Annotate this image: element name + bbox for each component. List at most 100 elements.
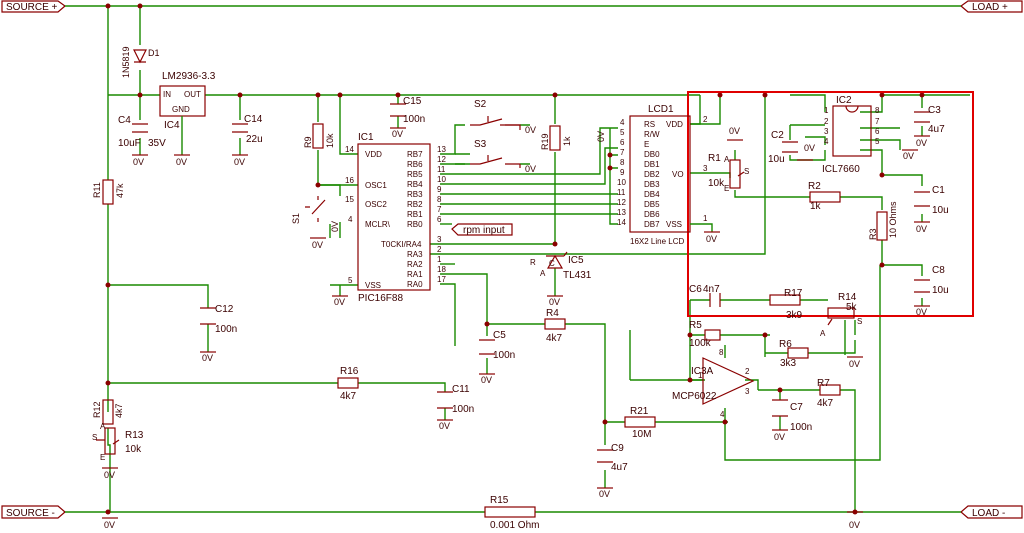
svg-text:2: 2	[824, 117, 829, 126]
opamp-ic3a: IC3A MCP6022 1 2 3 4 8	[672, 348, 755, 419]
svg-text:C: C	[549, 259, 555, 268]
svg-text:13: 13	[437, 145, 446, 154]
svg-text:TL431: TL431	[563, 270, 592, 281]
source-plus-flag: SOURCE +	[1, 0, 66, 13]
capacitor-c5: C5 100n	[479, 330, 515, 361]
svg-text:ICL7660: ICL7660	[822, 164, 860, 175]
svg-text:GND: GND	[172, 105, 190, 114]
svg-text:100n: 100n	[452, 404, 474, 415]
svg-text:10M: 10M	[632, 429, 651, 440]
svg-text:C9: C9	[611, 443, 624, 454]
svg-text:RB3: RB3	[407, 190, 423, 199]
svg-text:5: 5	[620, 128, 625, 137]
svg-text:DB4: DB4	[644, 190, 660, 199]
svg-text:C14: C14	[244, 114, 263, 125]
resistor-r16: R16 4k7	[337, 366, 359, 402]
svg-text:0V: 0V	[774, 432, 785, 442]
svg-text:0V: 0V	[916, 224, 927, 234]
svg-text:2: 2	[745, 367, 750, 376]
lcd-lcd1: LCD1 16X2 Line LCD RS R/W E DB0 DB1 DB2 …	[617, 104, 713, 246]
svg-text:R13: R13	[125, 430, 144, 441]
svg-text:DB1: DB1	[644, 160, 660, 169]
svg-text:0V: 0V	[804, 143, 815, 153]
svg-text:RB2: RB2	[407, 200, 423, 209]
svg-text:VSS: VSS	[365, 281, 381, 290]
svg-text:12: 12	[617, 198, 626, 207]
rpm-input-flag: rpm input	[451, 223, 513, 236]
svg-text:0V: 0V	[916, 138, 927, 148]
svg-text:RA0: RA0	[407, 280, 423, 289]
svg-text:1: 1	[437, 255, 442, 264]
resistor-r12: R12 4k7	[92, 399, 124, 425]
svg-text:R7: R7	[817, 378, 830, 389]
svg-text:DB3: DB3	[644, 180, 660, 189]
svg-text:1: 1	[698, 371, 703, 380]
svg-text:S3: S3	[474, 139, 487, 150]
svg-text:8: 8	[620, 158, 625, 167]
svg-text:0V: 0V	[729, 126, 740, 136]
svg-text:14: 14	[617, 218, 626, 227]
svg-text:9: 9	[437, 185, 442, 194]
svg-text:C12: C12	[215, 304, 234, 315]
svg-text:OSC1: OSC1	[365, 181, 387, 190]
reference-ic5: IC5 TL431 R A C	[530, 251, 592, 281]
svg-text:4: 4	[348, 215, 353, 224]
capacitor-c4: C4 10uF 35V	[118, 115, 166, 149]
svg-text:0V: 0V	[849, 520, 860, 530]
svg-text:C2: C2	[771, 130, 784, 141]
svg-text:IC5: IC5	[568, 255, 584, 266]
svg-text:RB1: RB1	[407, 210, 423, 219]
svg-text:4: 4	[720, 410, 725, 419]
load-plus-flag: LOAD +	[960, 0, 1023, 13]
svg-text:DB7: DB7	[644, 220, 660, 229]
svg-text:R11: R11	[92, 182, 102, 198]
svg-text:2: 2	[437, 245, 442, 254]
svg-text:R1: R1	[708, 153, 721, 164]
svg-text:10 Ohms: 10 Ohms	[888, 201, 898, 238]
svg-text:C11: C11	[452, 384, 470, 395]
svg-text:100n: 100n	[215, 324, 237, 335]
svg-text:rpm input: rpm input	[463, 225, 505, 236]
capacitor-c2: C2 10u	[768, 130, 798, 165]
svg-text:8: 8	[719, 348, 724, 357]
potentiometer-r1: R1 10k S A E	[708, 153, 749, 193]
svg-text:MCLR\: MCLR\	[365, 220, 391, 229]
svg-text:RB4: RB4	[407, 180, 423, 189]
svg-text:MCP6022: MCP6022	[672, 391, 717, 402]
resistor-r6: R6 3k3	[779, 339, 809, 369]
svg-text:0V: 0V	[599, 489, 610, 499]
resistor-r5: R5 100k	[689, 320, 721, 349]
svg-text:DB0: DB0	[644, 150, 660, 159]
svg-text:IC3A: IC3A	[691, 366, 714, 377]
capacitor-c6: C6 4n7	[689, 284, 721, 307]
svg-text:S2: S2	[474, 99, 487, 110]
resistor-r15: R15 0.001 Ohm	[484, 495, 539, 531]
source-minus-flag: SOURCE -	[1, 505, 66, 519]
svg-text:0V: 0V	[525, 164, 536, 174]
svg-text:100n: 100n	[403, 114, 425, 125]
svg-text:0V: 0V	[549, 297, 560, 307]
svg-text:4: 4	[824, 137, 829, 146]
svg-text:SOURCE -: SOURCE -	[6, 508, 55, 519]
svg-text:S: S	[857, 317, 862, 326]
svg-text:OUT: OUT	[184, 90, 201, 99]
svg-text:E: E	[724, 184, 729, 193]
svg-text:S: S	[744, 167, 749, 176]
resistor-r7: R7 4k7	[817, 378, 841, 409]
svg-text:3: 3	[745, 387, 750, 396]
svg-text:10u: 10u	[932, 205, 949, 216]
svg-text:0V: 0V	[176, 157, 187, 167]
svg-text:100n: 100n	[790, 422, 812, 433]
svg-text:0V: 0V	[202, 353, 213, 363]
svg-text:R: R	[530, 258, 536, 267]
svg-text:RA1: RA1	[407, 270, 423, 279]
svg-text:R15: R15	[490, 495, 509, 506]
svg-text:RS: RS	[644, 120, 655, 129]
svg-text:0V: 0V	[104, 520, 115, 530]
svg-text:C5: C5	[493, 330, 506, 341]
svg-text:C8: C8	[932, 265, 945, 276]
svg-text:8: 8	[437, 195, 442, 204]
resistor-r21: R21 10M	[624, 406, 656, 440]
svg-text:15: 15	[345, 195, 354, 204]
svg-text:7: 7	[875, 117, 880, 126]
